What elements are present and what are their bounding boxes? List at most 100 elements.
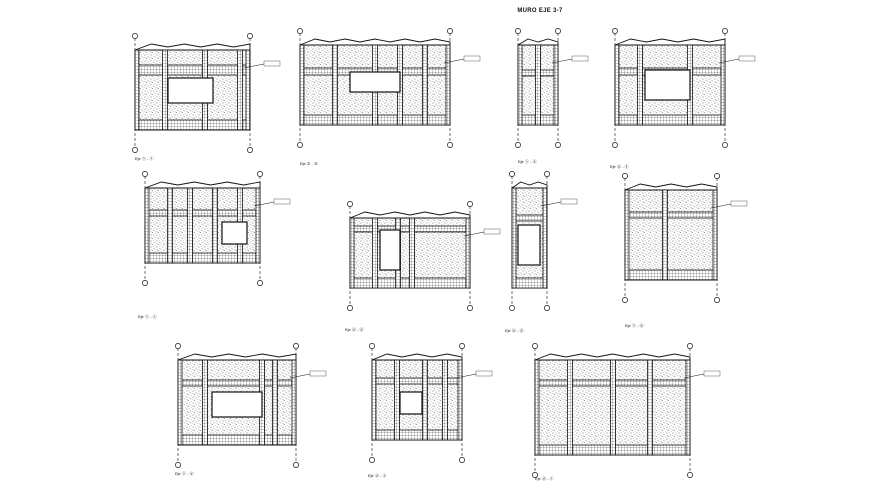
- elevation-caption: Eje ⓓ - ⓓ: [345, 326, 363, 332]
- reinforced-column: [162, 49, 168, 131]
- grid-bubble: [509, 171, 515, 177]
- grid-bubble: [369, 343, 375, 349]
- note-tag: [560, 198, 578, 205]
- grid-bubble: [175, 462, 181, 468]
- reinforced-column: [442, 359, 448, 441]
- edge-column: [720, 44, 726, 126]
- wall-top-edge: [134, 43, 251, 51]
- wall-top-edge: [511, 181, 548, 189]
- wall-top-edge: [299, 38, 451, 46]
- edge-column: [291, 359, 297, 446]
- edge-column: [624, 189, 630, 281]
- edge-column: [553, 44, 559, 126]
- grid-bubble: [714, 297, 720, 303]
- edge-column: [542, 187, 548, 289]
- wall-elevation: Eje ⓑ - ⓓ: [505, 171, 578, 333]
- grid-bubble: [347, 201, 353, 207]
- leader-line: [455, 373, 477, 379]
- foundation-band: [177, 434, 297, 446]
- leader-line: [551, 58, 573, 64]
- wall-top-edge: [614, 38, 726, 46]
- grid-bubble: [687, 343, 693, 349]
- edge-column: [255, 187, 261, 264]
- grid-bubble: [722, 142, 728, 148]
- wall-elevation: Eje ⓐ - ⓓ: [515, 28, 589, 164]
- grid-bubble: [459, 457, 465, 463]
- wall-opening: [517, 224, 541, 266]
- edge-column: [465, 217, 471, 289]
- grid-bubble: [544, 305, 550, 311]
- leader-line: [443, 58, 465, 64]
- reinforced-column: [409, 217, 415, 289]
- elevation-caption: Eje ⓓ - ⓔ: [535, 475, 553, 481]
- elevation-caption: Eje ⓐ - ⓐ: [135, 155, 153, 161]
- bond-beam: [134, 64, 251, 76]
- elevation-caption: Eje ⓐ - ⓔ: [138, 313, 156, 319]
- grid-bubble: [447, 142, 453, 148]
- elevation-caption: Eje ⓑ - ⓓ: [505, 327, 523, 333]
- reinforced-column: [535, 44, 541, 126]
- grid-bubble: [722, 28, 728, 34]
- edge-column: [299, 44, 305, 126]
- note-tag: [263, 60, 281, 67]
- edge-column: [144, 187, 150, 264]
- foundation-band: [371, 429, 463, 441]
- elevation-caption: Eje ① - ⑤: [300, 161, 318, 166]
- bond-beam: [371, 377, 463, 385]
- reinforced-column: [422, 359, 428, 441]
- reinforced-column: [647, 359, 653, 456]
- edge-column: [371, 359, 377, 441]
- wall-elevation: Eje ⓓ - ⓖ: [610, 28, 756, 169]
- foundation-band: [614, 114, 726, 126]
- wall-top-edge: [177, 353, 297, 361]
- reinforced-column: [272, 359, 278, 446]
- wall-top-edge: [144, 181, 261, 189]
- leader-line: [243, 63, 265, 69]
- elevation-caption: Eje ⓓ - ⓔ: [368, 472, 386, 478]
- grid-bubble: [622, 173, 628, 179]
- reinforced-column: [202, 359, 208, 446]
- wall-opening: [167, 77, 214, 104]
- leader-line: [463, 231, 485, 237]
- bond-beam: [511, 214, 548, 222]
- leader-line: [253, 201, 275, 207]
- wall-opening: [644, 69, 691, 101]
- grid-bubble: [612, 142, 618, 148]
- edge-column: [445, 44, 451, 126]
- grid-bubble: [509, 305, 515, 311]
- grid-bubble: [132, 147, 138, 153]
- note-tag: [273, 198, 291, 205]
- grid-bubble: [459, 343, 465, 349]
- wall-opening: [349, 71, 401, 93]
- wall-elevation: Eje ⓓ - ⓔ: [368, 343, 493, 478]
- note-tag: [571, 55, 589, 62]
- grid-bubble: [257, 171, 263, 177]
- foundation-band: [624, 269, 718, 281]
- grid-bubble: [247, 33, 253, 39]
- edge-column: [685, 359, 691, 456]
- reinforced-column: [637, 44, 643, 126]
- note-tag: [703, 370, 721, 377]
- grid-bubble: [467, 305, 473, 311]
- reinforced-column: [610, 359, 616, 456]
- leader-line: [710, 203, 732, 209]
- wall-top-edge: [624, 183, 718, 191]
- reinforced-column: [394, 359, 400, 441]
- grid-bubble: [532, 343, 538, 349]
- sheet-title: MURO EJE 3-7: [517, 8, 563, 14]
- grid-bubble: [175, 343, 181, 349]
- grid-bubble: [247, 147, 253, 153]
- edge-column: [349, 217, 355, 289]
- note-tag: [730, 200, 748, 207]
- note-tag: [475, 370, 493, 377]
- elevation-caption: Eje ⓐ - ⓓ: [518, 158, 536, 164]
- edge-column: [517, 44, 523, 126]
- edge-column: [134, 49, 140, 131]
- grid-bubble: [515, 142, 521, 148]
- wall-top-edge: [517, 38, 559, 46]
- grid-bubble: [515, 28, 521, 34]
- grid-bubble: [555, 28, 561, 34]
- reinforced-column: [167, 187, 173, 264]
